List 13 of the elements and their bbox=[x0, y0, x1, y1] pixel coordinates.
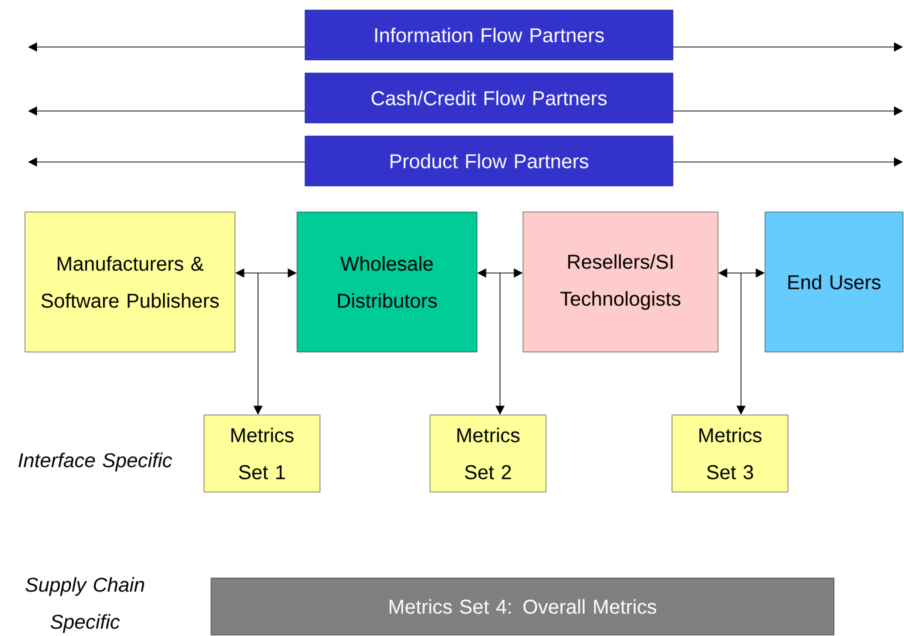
metrics-box: Metrics Set 3 bbox=[672, 414, 788, 492]
metrics-box: Metrics Set 2 bbox=[430, 414, 546, 492]
partner-box: End Users bbox=[764, 212, 904, 352]
side-label: Supply Chain Specific bbox=[26, 577, 144, 633]
metrics-box: Metrics Set 1 bbox=[204, 414, 320, 492]
flow-band: Product Flow Partners bbox=[304, 136, 674, 186]
overall-metrics-bar: Metrics Set 4: Overall Metrics bbox=[210, 578, 834, 636]
partner-box: Resellers/SI Technologists bbox=[522, 212, 718, 352]
partner-box: Wholesale Distributors bbox=[296, 212, 478, 352]
flow-band: Cash/Credit Flow Partners bbox=[304, 72, 674, 124]
side-label: Interface Specific bbox=[18, 452, 172, 472]
partner-box: Manufacturers & Software Publishers bbox=[24, 212, 236, 352]
flow-band: Information Flow Partners bbox=[304, 10, 674, 60]
